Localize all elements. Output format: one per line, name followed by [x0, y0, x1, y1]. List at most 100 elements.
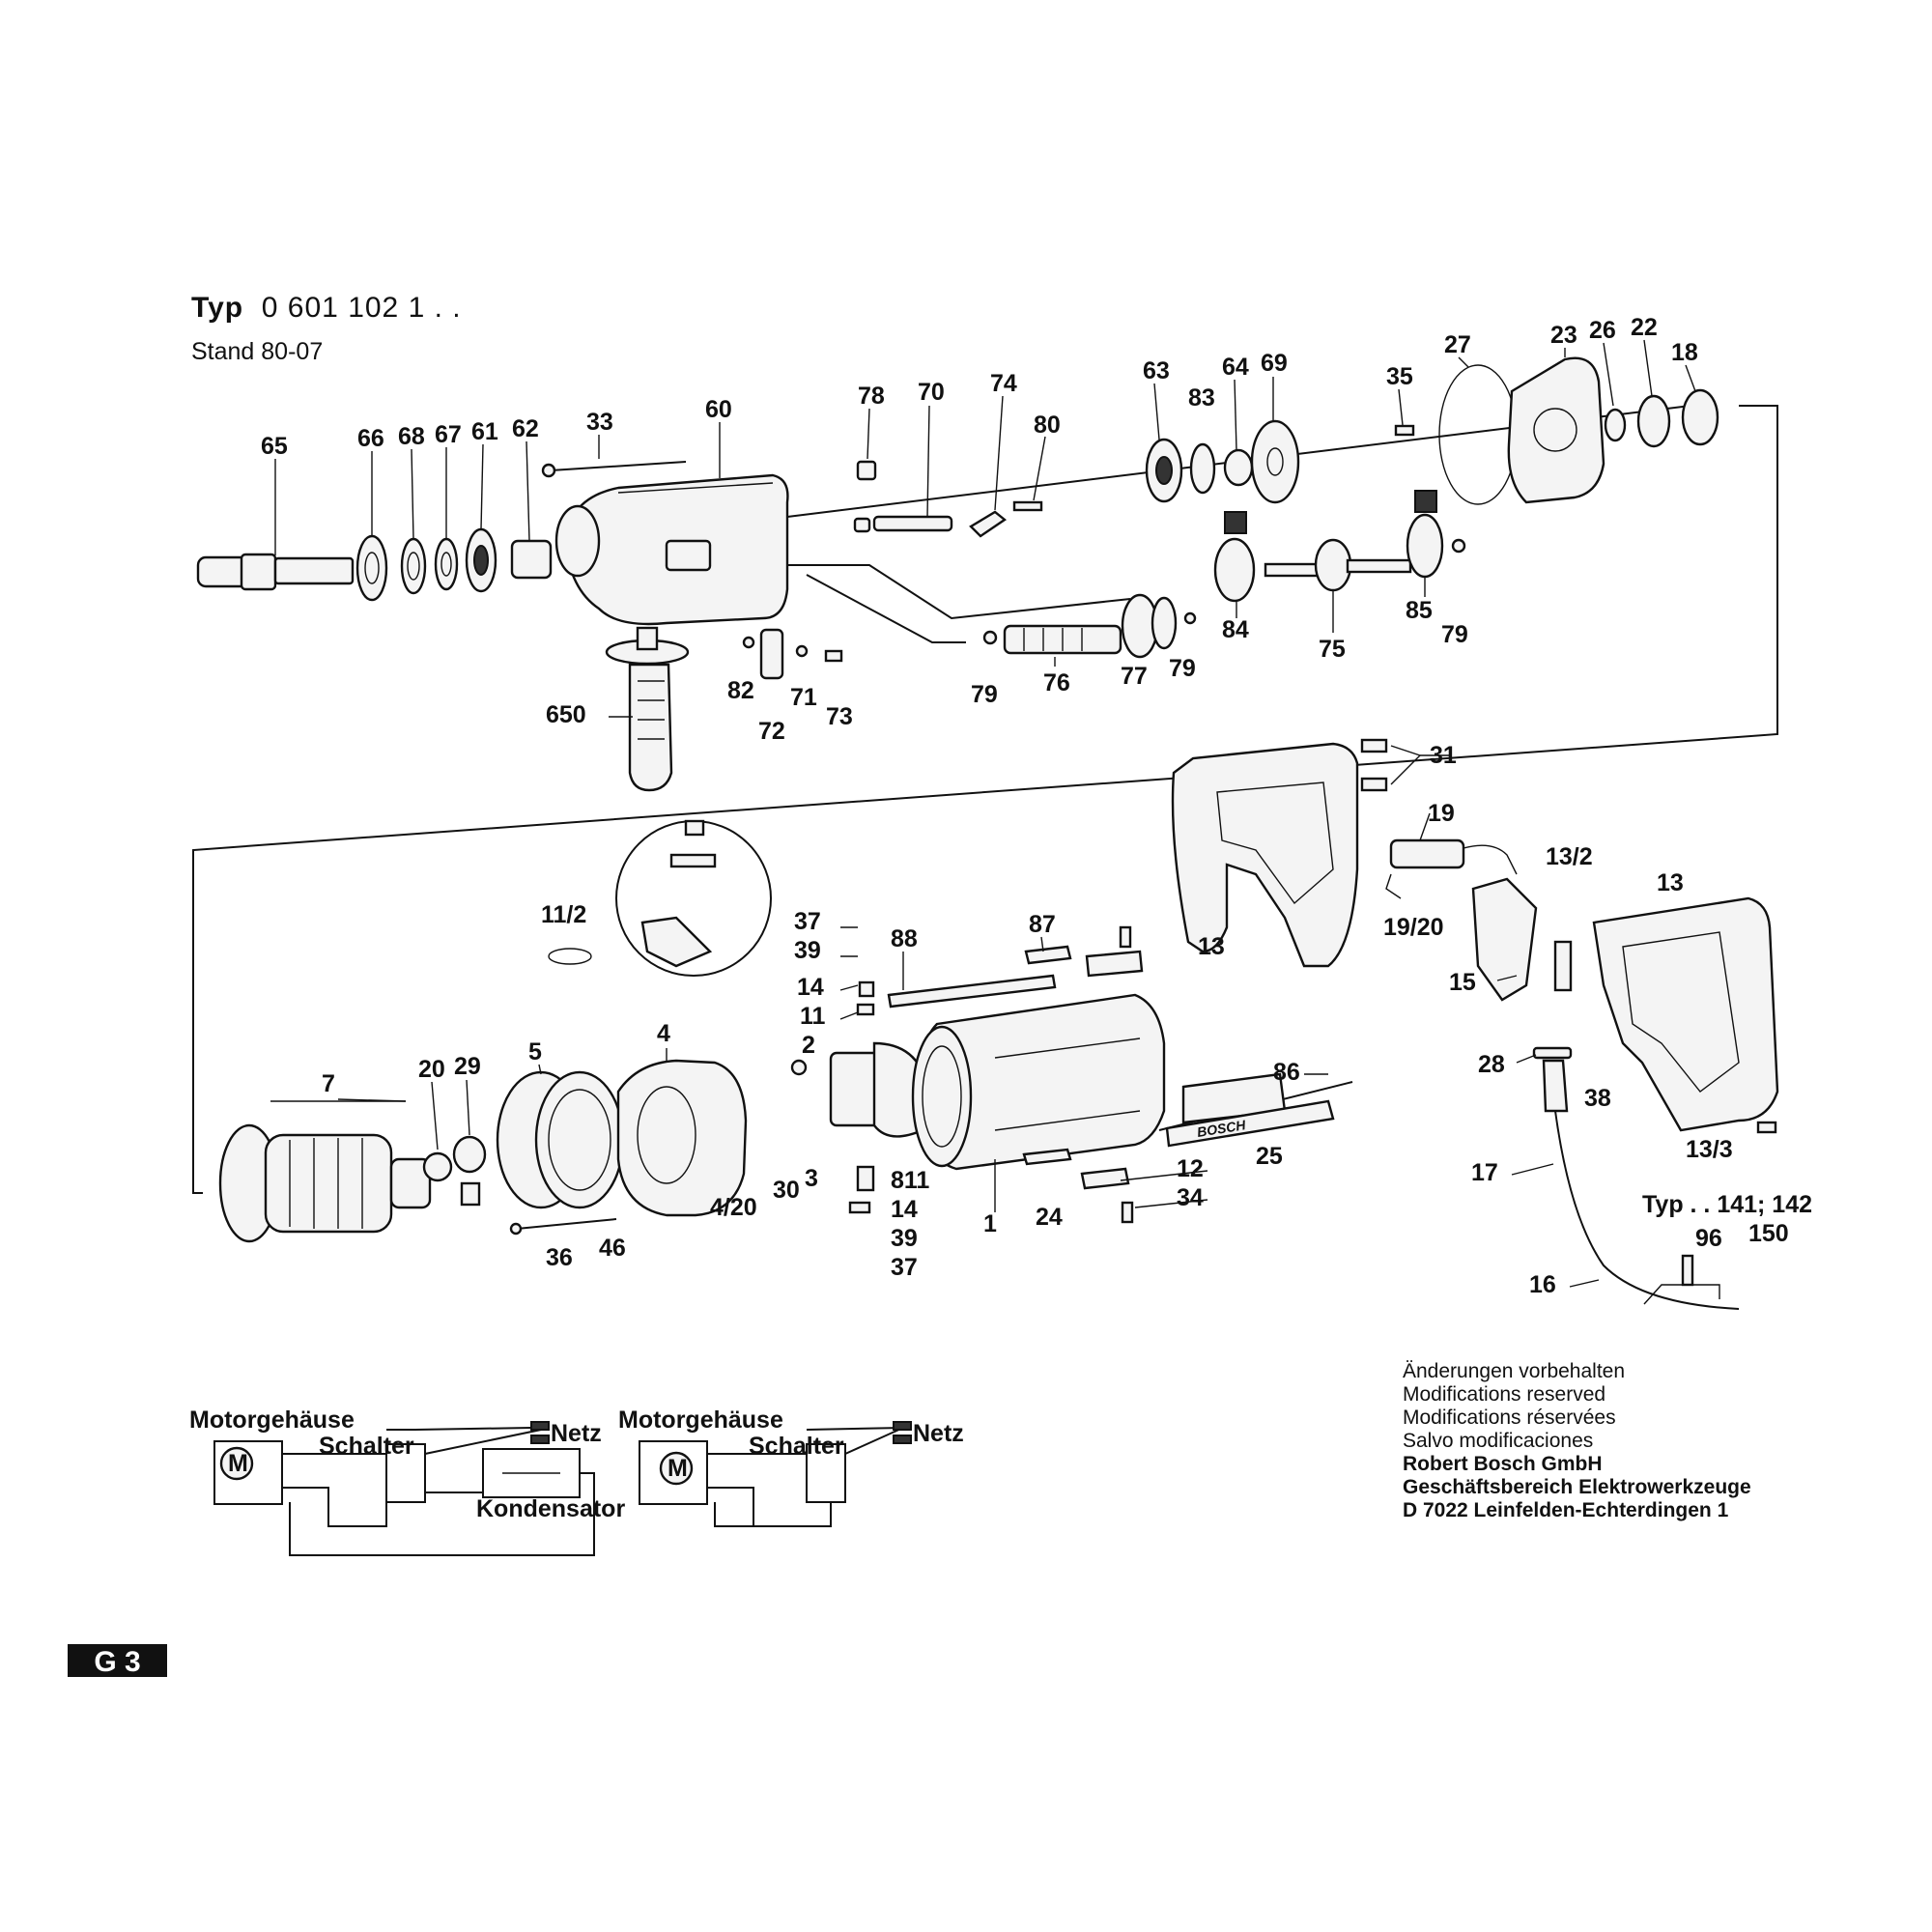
part-label: 4 — [657, 1020, 670, 1047]
part-label: 87 — [1029, 911, 1056, 938]
part-label: 14 — [797, 974, 824, 1001]
gear-train-84-85 — [1213, 490, 1466, 603]
shift-shaft-70 — [853, 460, 1043, 538]
part-label: 30 — [773, 1177, 800, 1204]
part-label: 67 — [435, 421, 462, 448]
part-label: 72 — [758, 718, 785, 745]
cover-plate-23 — [1394, 356, 1719, 505]
part-label: 39 — [891, 1225, 918, 1252]
part-label: 66 — [357, 425, 384, 452]
part-label: 38 — [1584, 1085, 1611, 1112]
part-label: 2 — [802, 1032, 815, 1059]
part-label: 65 — [261, 433, 288, 460]
part-label: 36 — [546, 1244, 573, 1271]
part-label: 650 — [546, 701, 586, 728]
gear-shifter-72 — [742, 628, 843, 680]
part-label: 39 — [794, 937, 821, 964]
power-cord-16-17 — [1532, 1046, 1740, 1310]
part-label: 83 — [1188, 384, 1215, 412]
type-title: Typ 0 601 102 1 . . — [191, 292, 462, 325]
part-label: 18 — [1671, 339, 1698, 366]
part-label: 13/2 — [1546, 843, 1593, 870]
cover-plates-87-88 — [887, 925, 1144, 1224]
part-label: 86 — [1273, 1059, 1300, 1086]
brush-detail-11-2 — [548, 819, 772, 977]
gear-housing-60 — [554, 473, 789, 626]
part-label: 69 — [1261, 350, 1288, 377]
type-number: 0 601 102 1 . . — [261, 292, 462, 324]
part-label: 150 — [1748, 1220, 1789, 1247]
part-label: 3 — [805, 1165, 818, 1192]
part-label: 80 — [1034, 412, 1061, 439]
part-label: 84 — [1222, 616, 1249, 643]
housing-label-right: Motorgehäuse — [618, 1406, 783, 1434]
part-label: 63 — [1143, 357, 1170, 384]
part-label: 13 — [1198, 933, 1225, 960]
part-label: 70 — [918, 379, 945, 406]
part-label: 85 — [1406, 597, 1433, 624]
side-handle-650 — [605, 626, 690, 792]
legal-notes: Änderungen vorbehalten Modifications res… — [1403, 1360, 1751, 1522]
part-label: 33 — [586, 409, 613, 436]
variant-note: Typ . . 141; 142 — [1642, 1191, 1812, 1218]
bearing-gears-63-69 — [1145, 419, 1300, 504]
handle-half-13-left — [1171, 738, 1388, 968]
part-label: 16 — [1529, 1271, 1556, 1298]
part-label: 11 — [800, 1003, 826, 1030]
housing-brand: BOSCH — [1196, 1117, 1247, 1140]
part-label: 46 — [599, 1235, 626, 1262]
part-label: 13 — [1657, 869, 1684, 896]
armature-7 — [218, 1123, 487, 1243]
motor-symbol-right: M — [668, 1455, 688, 1482]
capacitor-19 — [1385, 838, 1518, 899]
part-label: 73 — [826, 703, 853, 730]
air-guide-ring-5 — [496, 1070, 625, 1209]
mains-label-right: Netz — [913, 1420, 964, 1447]
part-label: 79 — [971, 681, 998, 708]
part-label: 12 — [1177, 1155, 1204, 1182]
part-label: 62 — [512, 415, 539, 442]
bearing-rings-66-62 — [355, 527, 553, 602]
part-label: 82 — [727, 677, 754, 704]
part-label: 79 — [1441, 621, 1468, 648]
part-label: 24 — [1036, 1204, 1063, 1231]
part-label: 26 — [1589, 317, 1616, 344]
part-label: 76 — [1043, 669, 1070, 696]
company-address: D 7022 Leinfelden-Echterdingen 1 — [1403, 1499, 1729, 1521]
switch-15 — [1471, 877, 1573, 1002]
note-es: Salvo modificaciones — [1403, 1430, 1594, 1452]
brand-strip-25: BOSCH — [1165, 1099, 1335, 1148]
part-label: 68 — [398, 423, 425, 450]
drill-chuck-spindle-65 — [196, 553, 355, 591]
part-label: 37 — [891, 1254, 918, 1281]
part-label: 23 — [1550, 322, 1577, 349]
screw-33 — [541, 461, 687, 478]
wiring-diagram-with-capacitor: M Motorgehäuse Schalter Netz Kondensator — [189, 1406, 625, 1556]
part-label: 37 — [794, 908, 821, 935]
part-label: 96 — [1695, 1225, 1722, 1252]
mains-label-left: Netz — [551, 1420, 602, 1447]
motor-housing-1 — [911, 993, 1166, 1171]
part-label: 34 — [1177, 1184, 1204, 1211]
part-label: 20 — [418, 1056, 445, 1083]
part-label: 13/3 — [1686, 1136, 1733, 1163]
motor-symbol-left: M — [228, 1450, 248, 1477]
part-label: 78 — [858, 383, 885, 410]
page-tag: G 3 — [68, 1644, 167, 1677]
part-label: 64 — [1222, 354, 1249, 381]
part-label: 35 — [1386, 363, 1413, 390]
type-label: Typ — [191, 292, 244, 324]
part-label: 11/2 — [541, 901, 586, 928]
part-label: 75 — [1319, 636, 1346, 663]
part-label: 1 — [983, 1210, 997, 1237]
revision-stand: Stand 80-07 — [191, 338, 324, 365]
part-label: 15 — [1449, 969, 1476, 996]
part-label: 19/20 — [1383, 914, 1444, 941]
switch-label-left: Schalter — [319, 1433, 414, 1460]
part-label: 79 — [1169, 655, 1196, 682]
part-label: 5 — [528, 1038, 542, 1065]
part-label: 29 — [454, 1053, 481, 1080]
note-de: Änderungen vorbehalten — [1403, 1360, 1626, 1382]
company-name: Robert Bosch GmbH — [1403, 1453, 1603, 1475]
